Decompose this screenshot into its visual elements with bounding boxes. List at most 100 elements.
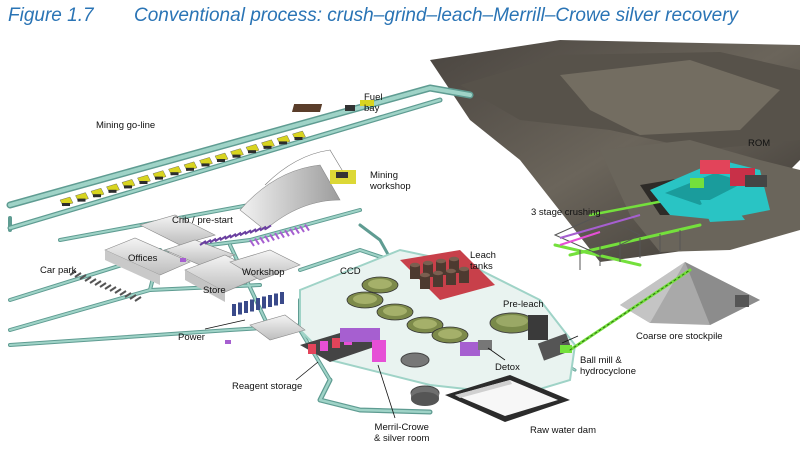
leach-tank-top bbox=[423, 260, 433, 266]
haul-truck bbox=[276, 135, 291, 145]
leach-tank bbox=[420, 275, 430, 289]
parking-bay bbox=[294, 226, 300, 234]
car-bay bbox=[244, 229, 252, 236]
figure-title: Conventional process: crush–grind–leach–… bbox=[134, 5, 739, 26]
car-bay bbox=[119, 290, 127, 296]
parking-bay bbox=[299, 225, 305, 233]
haul-truck bbox=[214, 152, 229, 163]
leach-tank-top bbox=[436, 258, 446, 264]
leader-lines bbox=[204, 319, 579, 419]
parking-bay bbox=[284, 229, 290, 237]
reagent-tank bbox=[332, 338, 340, 348]
conveyors bbox=[553, 193, 702, 352]
car-bay bbox=[209, 237, 217, 244]
label-merril-crowe-line1: Merril-Crowe bbox=[374, 422, 429, 433]
label-power: Power bbox=[178, 332, 205, 343]
car-park bbox=[69, 224, 272, 302]
label-store: Store bbox=[203, 285, 226, 296]
haul-truck bbox=[75, 192, 89, 202]
car-bay bbox=[134, 296, 142, 302]
label-detox: Detox bbox=[495, 362, 520, 373]
haul-truck bbox=[230, 148, 244, 158]
car-bay bbox=[199, 240, 207, 246]
reagent-tank bbox=[308, 344, 316, 354]
parking-bay bbox=[289, 228, 295, 236]
label-fuel-bay: Fuel bay bbox=[364, 92, 382, 114]
car-bay bbox=[229, 232, 237, 239]
haul-truck bbox=[261, 139, 275, 150]
car-bay bbox=[69, 270, 77, 276]
car-bay bbox=[219, 235, 227, 242]
figure-header: Figure 1.7 Conventional process: crush–g… bbox=[8, 4, 738, 28]
genset bbox=[280, 292, 284, 304]
purple-markers bbox=[180, 258, 231, 344]
reagent-tank bbox=[320, 341, 328, 351]
mining-workshop bbox=[239, 149, 356, 231]
leach-tank-top bbox=[446, 268, 456, 274]
label-merril-crowe: Merril-Crowe & silver room bbox=[374, 422, 429, 444]
parking-bay bbox=[254, 238, 260, 246]
label-3-stage-crushing: 3 stage crushing bbox=[531, 207, 601, 218]
label-ccd: CCD bbox=[340, 266, 361, 277]
label-fuel-bay-line1: Fuel bbox=[364, 92, 383, 103]
genset bbox=[238, 302, 242, 315]
leach-tank-top bbox=[433, 270, 443, 276]
car-bay bbox=[94, 280, 102, 286]
parking-bay bbox=[274, 232, 280, 240]
leach-tanks bbox=[400, 250, 495, 300]
parking-bay bbox=[259, 236, 265, 244]
car-bay bbox=[89, 278, 97, 284]
thickener-inner bbox=[438, 329, 462, 339]
parking-bay bbox=[279, 231, 285, 239]
car-bay bbox=[109, 286, 117, 292]
leach-tank-top bbox=[410, 262, 420, 268]
haul-truck bbox=[292, 130, 306, 141]
car-bay bbox=[254, 226, 262, 233]
leach-tank-top bbox=[449, 256, 459, 262]
parking-bay bbox=[264, 235, 270, 243]
label-leach-tanks: Leach tanks bbox=[470, 250, 496, 272]
haul-truck bbox=[137, 174, 151, 185]
label-ball-mill-line1: Ball mill & bbox=[580, 355, 622, 366]
open-pit-terrain bbox=[430, 40, 800, 262]
haul-truck bbox=[245, 143, 260, 154]
leach-tank bbox=[423, 263, 433, 277]
detox bbox=[460, 340, 492, 356]
label-merril-crowe-line2: & silver room bbox=[374, 433, 430, 444]
parking-bay bbox=[304, 224, 310, 232]
ball-mill-hydrocyclone bbox=[537, 333, 573, 361]
label-ball-mill-hydrocyclone: Ball mill & hydrocyclone bbox=[580, 355, 636, 377]
haul-truck bbox=[152, 170, 167, 180]
label-coarse-ore-stockpile: Coarse ore stockpile bbox=[636, 331, 723, 342]
car-bay bbox=[129, 294, 137, 300]
parking-bay bbox=[249, 239, 255, 247]
car-bay bbox=[84, 276, 92, 282]
leach-tank bbox=[436, 261, 446, 275]
genset bbox=[232, 304, 236, 316]
parking-bay bbox=[269, 233, 275, 241]
leach-tank bbox=[446, 271, 456, 285]
car-bay bbox=[124, 292, 132, 298]
label-mining-workshop-line1: Mining bbox=[370, 170, 398, 181]
power-station bbox=[232, 292, 284, 316]
label-mining-workshop-line2: workshop bbox=[370, 181, 411, 192]
haul-truck bbox=[90, 187, 105, 198]
genset bbox=[244, 301, 248, 313]
three-stage-crushing bbox=[553, 214, 681, 270]
coarse-ore-stockpile bbox=[620, 262, 760, 325]
genset bbox=[250, 299, 254, 312]
thickener-inner bbox=[353, 294, 377, 304]
genset bbox=[262, 296, 266, 309]
thickener-inner bbox=[383, 306, 407, 316]
car-bay bbox=[259, 225, 267, 232]
car-bay bbox=[104, 284, 112, 290]
merril-crowe-reagent-area bbox=[300, 328, 440, 406]
raw-water-dam bbox=[445, 375, 570, 422]
car-bay bbox=[99, 282, 107, 288]
label-leach-tanks-line2: tanks bbox=[470, 261, 493, 272]
pre-leach bbox=[489, 312, 548, 340]
car-bay bbox=[249, 228, 257, 234]
car-bay bbox=[214, 236, 222, 243]
label-crib-pre-start: Crib / pre-start bbox=[172, 215, 233, 226]
car-bay bbox=[239, 230, 247, 237]
